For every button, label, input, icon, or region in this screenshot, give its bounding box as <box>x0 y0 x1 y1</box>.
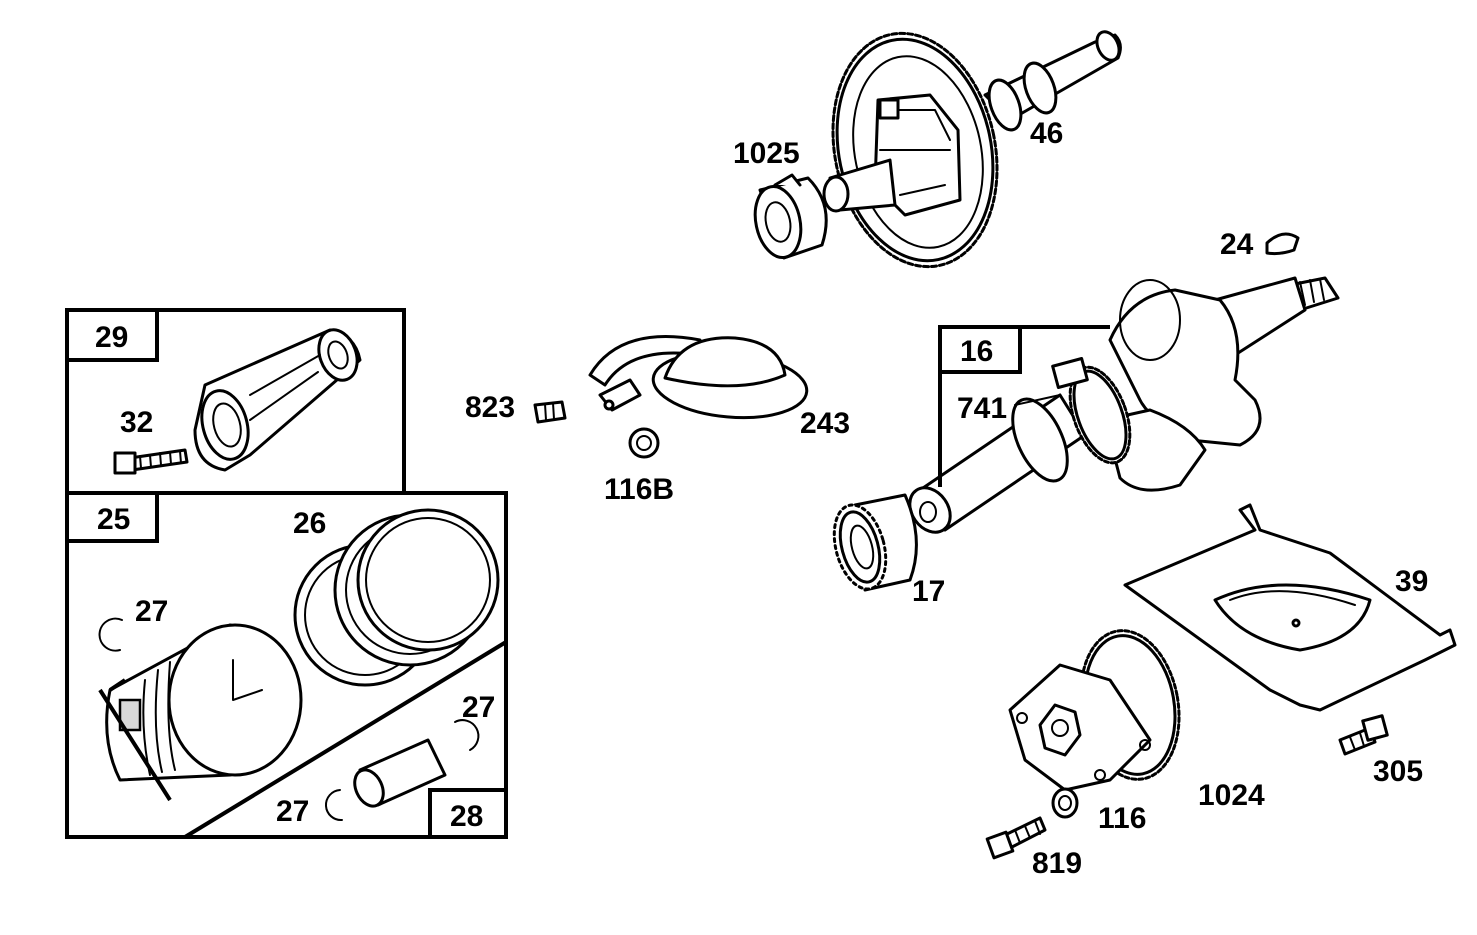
label-741: 741 <box>957 392 1007 425</box>
label-32: 32 <box>120 406 153 439</box>
bolt-part-305 <box>1338 714 1389 756</box>
label-39: 39 <box>1395 565 1428 598</box>
label-27-right: 27 <box>462 691 495 724</box>
circlip-part-27-right <box>454 719 480 751</box>
connecting-rod-part <box>193 328 362 472</box>
label-24: 24 <box>1220 228 1254 261</box>
key-part-24 <box>1265 232 1300 256</box>
callout-box-16: 16 <box>938 325 1110 487</box>
oil-pickup-part-243 <box>588 335 809 420</box>
label-1025: 1025 <box>733 137 800 170</box>
camshaft-gear-part <box>822 30 1122 269</box>
label-243: 243 <box>800 407 850 440</box>
callout-box-29: 29 <box>65 308 406 493</box>
box-label-16: 16 <box>960 335 993 368</box>
label-1024: 1024 <box>1198 779 1265 812</box>
label-46: 46 <box>1030 117 1063 150</box>
label-27-bottom: 27 <box>276 795 309 828</box>
label-116: 116 <box>1098 802 1146 835</box>
bearing-part-17 <box>832 493 918 592</box>
box-label-25: 25 <box>97 503 130 536</box>
wrist-pin-part-28 <box>353 738 447 808</box>
oil-pump-part-1024 <box>1008 629 1181 792</box>
piston-part <box>98 623 303 802</box>
circlip-part-27-top <box>98 617 123 652</box>
piston-rings-part-26 <box>293 508 500 687</box>
label-17: 17 <box>912 575 945 608</box>
washer-part-116B <box>628 427 660 459</box>
label-823: 823 <box>465 391 515 424</box>
label-27-top: 27 <box>135 595 168 628</box>
baffle-plate-part-39 <box>1123 503 1457 712</box>
callout-box-28: 28 <box>428 788 508 839</box>
screw-part-823 <box>533 400 567 424</box>
leader-line-741 <box>1014 394 1061 406</box>
label-305: 305 <box>1373 755 1423 788</box>
box-label-29: 29 <box>95 321 128 354</box>
washer-part-116 <box>1051 787 1079 819</box>
crankshaft-part <box>908 276 1340 534</box>
bushing-part-1025 <box>753 173 828 260</box>
box-label-28: 28 <box>450 800 483 833</box>
bolt-part-819 <box>985 816 1047 860</box>
label-26: 26 <box>293 507 326 540</box>
bolt-part-32 <box>113 448 189 475</box>
circlip-part-27-bottom <box>324 789 343 822</box>
label-116B: 116B <box>604 473 674 506</box>
label-819: 819 <box>1032 847 1082 880</box>
